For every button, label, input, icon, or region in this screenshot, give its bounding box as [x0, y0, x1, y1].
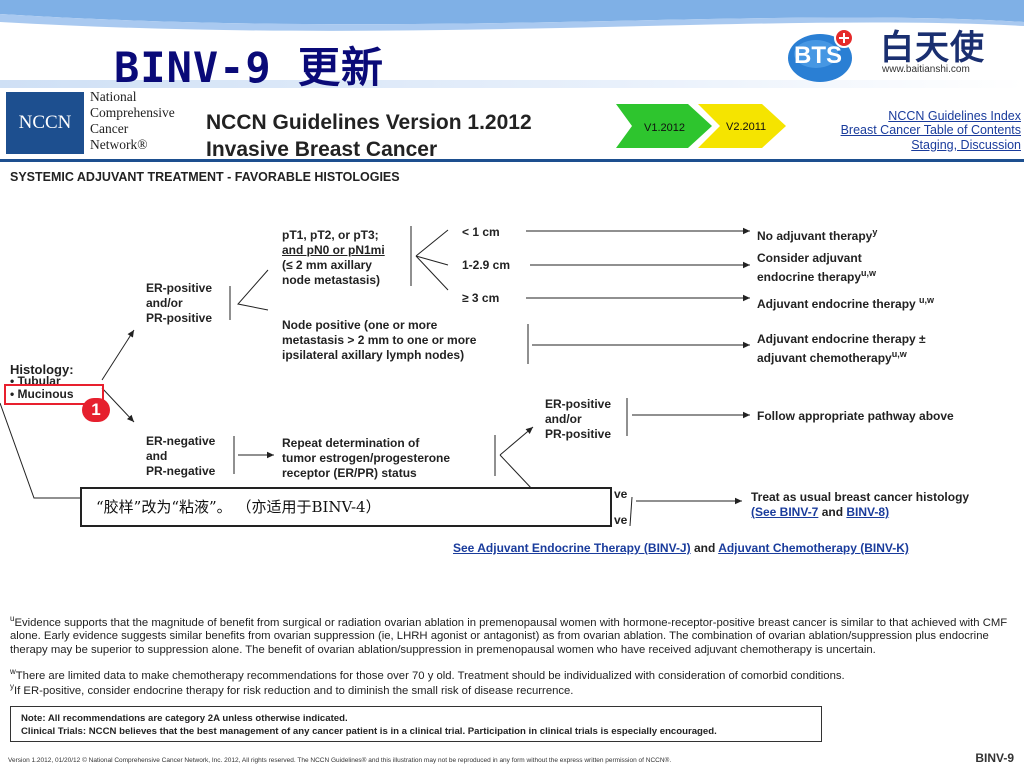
repeat-line: tumor estrogen/progesterone: [282, 451, 451, 465]
node-positive-line: metastasis > 2 mm to one or more: [282, 333, 477, 347]
version-old-label: V2.2011: [726, 121, 766, 133]
tumor-stage-line: node metastasis): [282, 273, 381, 287]
highlight-box: [4, 384, 104, 405]
footnote-text: If ER-positive, consider endocrine thera…: [14, 684, 574, 697]
er-positive-line: and/or: [545, 412, 582, 426]
er-positive-line: PR-positive: [545, 427, 612, 441]
outcome-text: endocrine therapy: [757, 270, 862, 284]
org-line: Network®: [90, 137, 148, 152]
tumor-stage-line: and pN0 or pN1mi: [282, 243, 385, 257]
outcome-text: adjuvant chemotherapy: [757, 351, 892, 365]
outcome-consider-endocrine: Consider adjuvant endocrine therapyu,w: [757, 251, 876, 285]
size-lt-1cm: < 1 cm: [462, 225, 500, 239]
outcome-follow-pathway: Follow appropriate pathway above: [757, 409, 954, 423]
footnote-label: w: [10, 667, 16, 676]
org-line: Cancer: [90, 121, 129, 136]
version-old-arrow[interactable]: [698, 104, 786, 148]
size-ge-3cm: ≥ 3 cm: [462, 291, 500, 305]
tumor-stage-line: (≤ 2 mm axillary: [282, 258, 372, 272]
tumor-stage-box: pT1, pT2, or pT3; and pN0 or pN1mi (≤ 2 …: [282, 228, 385, 288]
section-heading: SYSTEMIC ADJUVANT TREATMENT - FAVORABLE …: [10, 170, 400, 184]
footnote-y: yIf ER-positive, consider endocrine ther…: [10, 680, 1020, 698]
er-negative-line: and: [146, 449, 168, 463]
footnote-ref: u,w: [891, 349, 907, 359]
link-guidelines-index[interactable]: NCCN Guidelines Index: [888, 109, 1021, 123]
link-binv-7[interactable]: (See BINV-7: [751, 505, 819, 519]
outcome-text: Consider adjuvant: [757, 251, 862, 265]
er-positive-line: ER-positive: [545, 397, 612, 411]
nccn-logo-box: NCCN: [6, 92, 84, 154]
footnote-ref: u,w: [919, 295, 935, 305]
link-table-of-contents[interactable]: Breast Cancer Table of Contents: [840, 123, 1021, 137]
er-positive-box: ER-positive and/or PR-positive: [146, 281, 212, 326]
see-also-line: See Adjuvant Endocrine Therapy (BINV-J) …: [453, 541, 909, 556]
bts-logo-cn: 白天使: [880, 28, 985, 68]
org-line: National: [90, 89, 137, 104]
histology-label: Histology:: [10, 362, 74, 377]
repeat-determination-box: Repeat determination of tumor estrogen/p…: [282, 436, 450, 481]
hidden-text-fragment: ve: [614, 513, 628, 527]
outcome-no-adjuvant: No adjuvant therapyy: [757, 225, 877, 244]
link-staging-discussion[interactable]: Staging, Discussion: [911, 138, 1021, 152]
footnote-label: u: [10, 614, 15, 623]
bts-globe-icon: [788, 28, 854, 82]
footnote-ref: u,w: [861, 268, 877, 278]
size-1-2_9cm: 1-2.9 cm: [462, 258, 511, 272]
footnote-text: There are limited data to make chemother…: [15, 669, 845, 682]
outcome-treat-usual: Treat as usual breast cancer histology (…: [751, 490, 969, 520]
outcome-text: Treat as usual breast cancer histology: [751, 490, 970, 504]
change-callout: “胶样”改为“粘液”。 （亦适用于BINV-4）: [80, 487, 612, 527]
footnote-u: uEvidence supports that the magnitude of…: [10, 612, 1020, 657]
nccn-org-name: National Comprehensive Cancer Network®: [90, 89, 175, 153]
footnote-text: Evidence supports that the magnitude of …: [10, 616, 1008, 656]
hidden-text-fragment: ve: [614, 487, 628, 501]
link-endocrine-therapy[interactable]: See Adjuvant Endocrine Therapy (BINV-J): [453, 541, 691, 555]
footnote-w: wThere are limited data to make chemothe…: [10, 665, 1020, 683]
er-positive-line: PR-positive: [146, 311, 213, 325]
repeat-line: receptor (ER/PR) status: [282, 466, 417, 480]
er-negative-line: ER-negative: [146, 434, 216, 448]
flowchart-connectors: [0, 226, 750, 527]
outcome-adjuvant-endocrine: Adjuvant endocrine therapy u,w: [757, 293, 934, 312]
page-id: BINV-9: [975, 751, 1014, 765]
link-chemotherapy[interactable]: Adjuvant Chemotherapy (BINV-K): [718, 541, 909, 555]
er-negative-box: ER-negative and PR-negative: [146, 434, 215, 479]
see-also-and: and: [693, 541, 716, 555]
note-line: Note: All recommendations are category 2…: [21, 713, 348, 724]
header-rule: [0, 159, 1024, 162]
tumor-stage-line: pT1, pT2, or pT3;: [282, 228, 379, 242]
slide-title: BINV-9 更新: [114, 43, 385, 92]
version-arrows: V1.2012 V2.2011: [616, 104, 786, 148]
bts-logo-url: www.baitianshi.com: [882, 64, 970, 75]
version-new-label: V1.2012: [644, 122, 685, 134]
footnote-label: y: [10, 682, 14, 691]
node-positive-box: Node positive (one or more metastasis > …: [282, 318, 476, 363]
link-binv-8[interactable]: BINV-8): [846, 505, 890, 519]
header-band: [0, 0, 1024, 88]
guideline-version-title: NCCN Guidelines Version 1.2012: [206, 111, 532, 134]
change-number-badge: 1: [82, 398, 110, 422]
copyright-text: Version 1.2012, 01/20/12 © National Comp…: [8, 757, 672, 764]
note-box: Note: All recommendations are category 2…: [10, 706, 822, 742]
outcome-text: Adjuvant endocrine therapy ±: [757, 332, 926, 346]
version-new-arrow[interactable]: [616, 104, 712, 148]
repeat-line: Repeat determination of: [282, 436, 420, 450]
bts-logo: BTS 白天使 www.baitianshi.com: [786, 18, 1024, 88]
node-positive-line: ipsilateral axillary lymph nodes): [282, 348, 465, 362]
org-line: Comprehensive: [90, 105, 175, 120]
er-positive-line: and/or: [146, 296, 183, 310]
guideline-disease-title: Invasive Breast Cancer: [206, 138, 438, 161]
note-line: Clinical Trials: NCCN believes that the …: [21, 726, 717, 737]
outcome-text: Adjuvant endocrine therapy: [757, 297, 916, 311]
outcome-endocrine-chemo: Adjuvant endocrine therapy ± adjuvant ch…: [757, 332, 926, 366]
bts-logo-mark: BTS: [794, 42, 842, 69]
node-positive-line: Node positive (one or more: [282, 318, 438, 332]
histology-item-mucinous: • Mucinous: [10, 387, 74, 401]
footnote-ref: y: [872, 227, 878, 237]
er-positive-retest-box: ER-positive and/or PR-positive: [545, 397, 611, 442]
outcome-text: and: [821, 505, 844, 519]
outcome-text: No adjuvant therapy: [757, 229, 873, 243]
er-positive-line: ER-positive: [146, 281, 213, 295]
er-negative-line: PR-negative: [146, 464, 216, 478]
